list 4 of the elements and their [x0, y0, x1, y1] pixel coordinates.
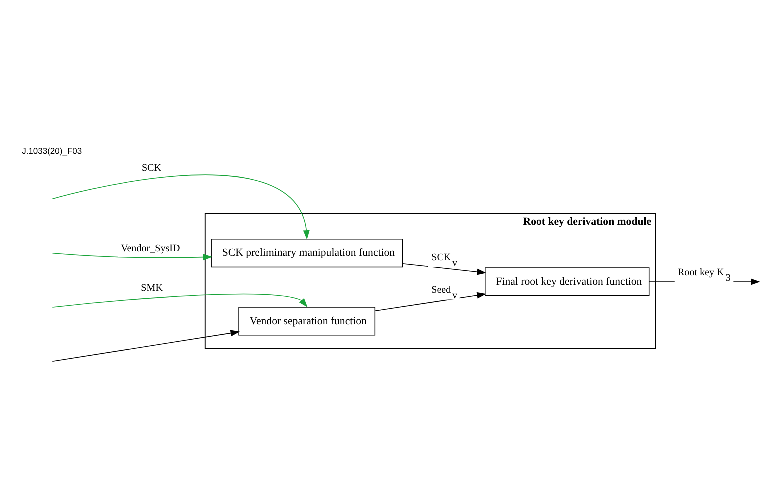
- edge-label: SCK: [142, 162, 162, 174]
- label: J.1033(20)_F03: [22, 146, 82, 156]
- edge-label: SMK: [141, 282, 163, 294]
- edge-label: Vendor_SysID: [121, 243, 180, 254]
